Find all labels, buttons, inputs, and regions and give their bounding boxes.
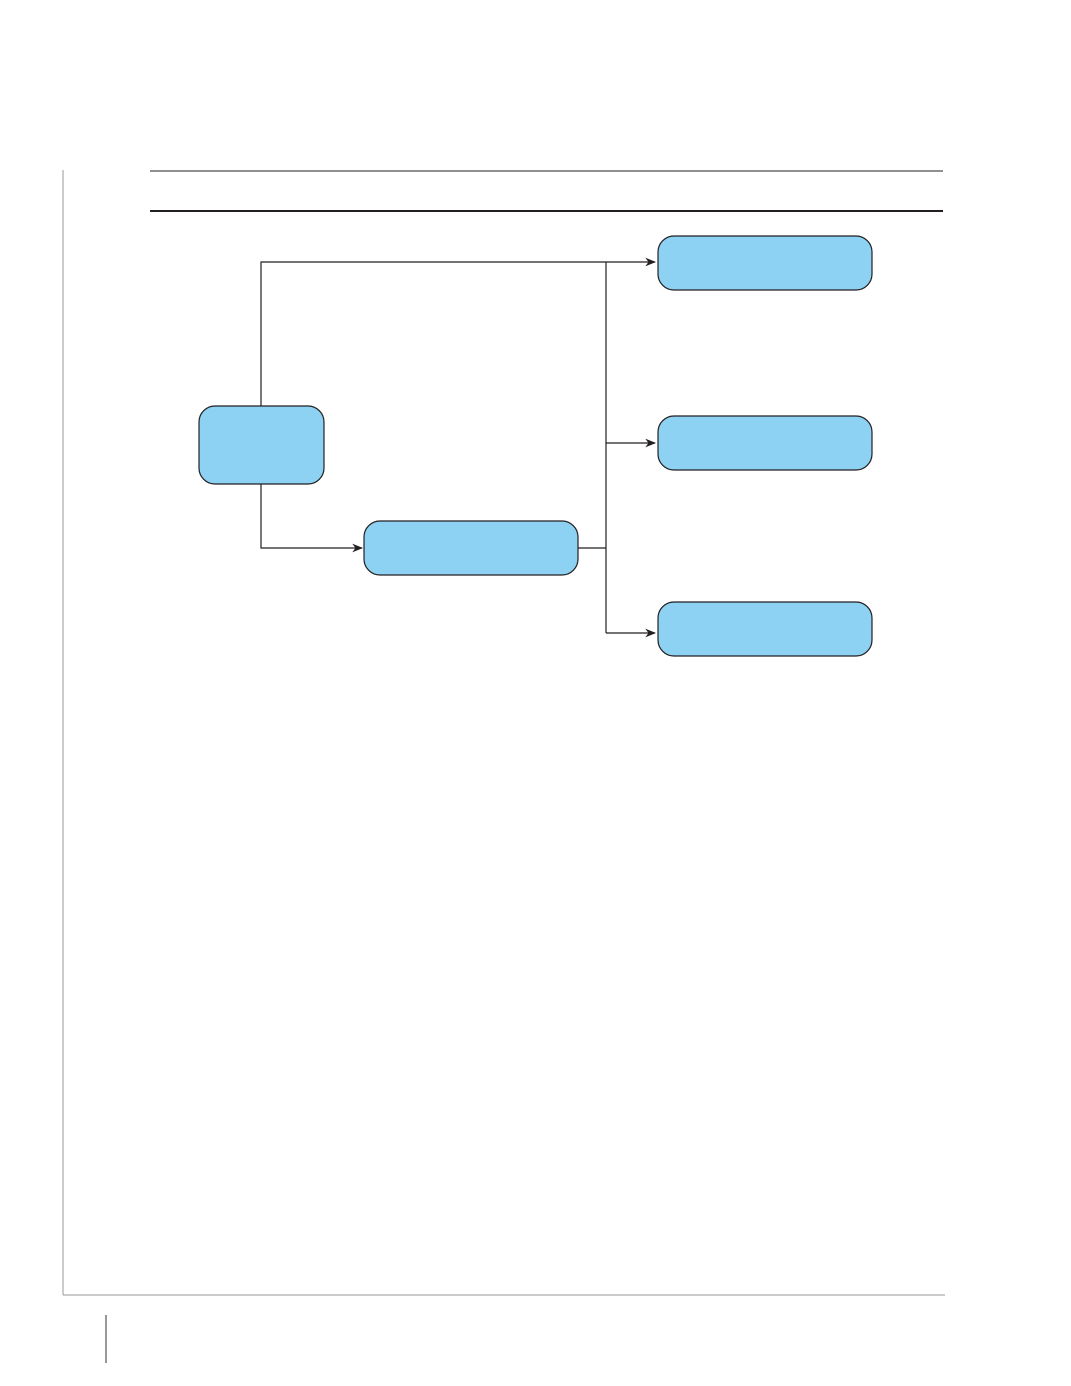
edge-source-to-target-top [260, 257, 657, 408]
edge-source-to-intermediate [260, 484, 364, 553]
node-source [198, 405, 325, 485]
node-intermediate [363, 520, 579, 576]
node-target-middle [657, 415, 873, 471]
node-target-bottom [657, 601, 873, 657]
node-target-top [657, 235, 873, 291]
